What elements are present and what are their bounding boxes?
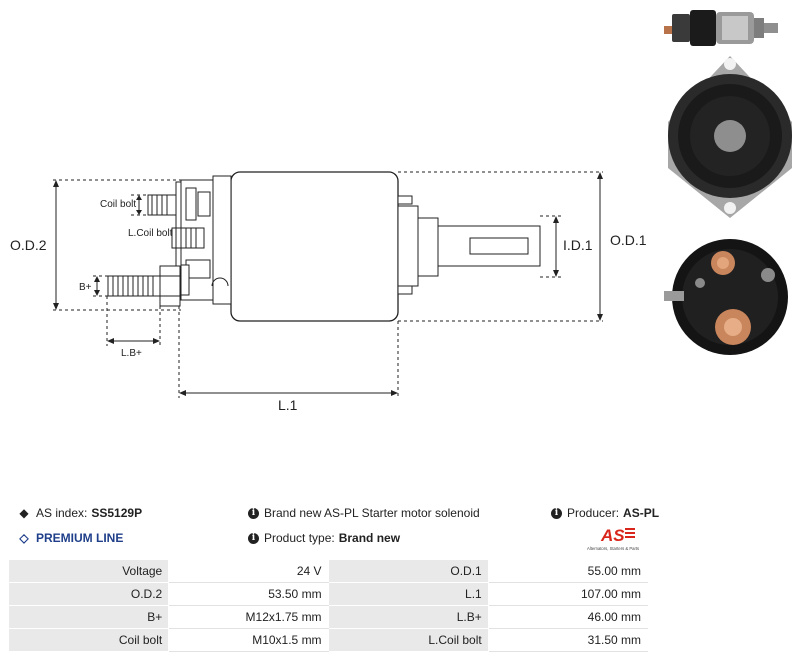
product-photo-side	[664, 10, 778, 46]
tag-icon: ◆	[19, 506, 29, 520]
producer-label: Producer:	[567, 506, 620, 520]
description-row: i Brand new AS-PL Starter motor solenoid	[248, 506, 480, 520]
producer-logo: AS Alternators, Starters & Parts	[587, 526, 639, 551]
spec-value: 24 V	[168, 559, 329, 583]
lcoil-bolt-label: L.Coil bolt	[128, 228, 173, 239]
description-text: Brand new AS-PL Starter motor solenoid	[264, 506, 480, 520]
spec-value: 55.00 mm	[487, 559, 649, 583]
id1-label: I.D.1	[563, 237, 593, 253]
solenoid-body	[230, 171, 399, 322]
diamond-icon: ◇	[19, 531, 29, 545]
premium-line-label: PREMIUM LINE	[36, 531, 124, 545]
l1-label: L.1	[278, 397, 298, 413]
spec-value: 31.50 mm	[487, 628, 649, 652]
product-type-value: Brand new	[338, 531, 401, 545]
spec-value: 53.50 mm	[168, 582, 329, 606]
product-type-row: i Product type: Brand new	[248, 531, 400, 545]
od2-label: O.D.2	[10, 237, 47, 253]
spec-label: L.Coil bolt	[327, 628, 489, 652]
plunger	[417, 217, 439, 277]
coil-bolt-label: Coil bolt	[100, 199, 136, 210]
info-icon: i	[248, 507, 259, 519]
spec-value: M10x1.5 mm	[168, 628, 329, 652]
spec-label: Coil bolt	[7, 628, 170, 652]
logo-tagline: Alternators, Starters & Parts	[587, 546, 639, 551]
spec-value: 46.00 mm	[487, 605, 649, 629]
spec-label: L.1	[327, 582, 489, 606]
spec-value: M12x1.75 mm	[168, 605, 329, 629]
spec-label: B+	[7, 605, 170, 629]
premium-line-row: ◇ PREMIUM LINE	[17, 531, 123, 545]
spec-label: Voltage	[7, 559, 170, 583]
spec-value: 107.00 mm	[487, 582, 649, 606]
logo-text: AS	[600, 526, 625, 545]
od1-label: O.D.1	[610, 232, 647, 248]
as-index-label: AS index:	[36, 506, 88, 520]
bplus-label: B+	[79, 282, 92, 293]
solenoid-technical-drawing: O.D.2 O.D.1 I.D.1 L.1 B+ L.B+ Coil bolt …	[10, 171, 647, 413]
spec-table: Voltage 24 V O.D.1 55.00 mm O.D.2 53.50 …	[7, 559, 649, 652]
product-type-label: Product type:	[264, 531, 335, 545]
product-photo-front	[668, 56, 792, 218]
spec-label: O.D.1	[327, 559, 489, 583]
producer-row: i Producer: AS-PL	[551, 506, 659, 520]
spec-label: L.B+	[327, 605, 489, 629]
as-index-value: SS5129P	[91, 506, 143, 520]
table-row: B+ M12x1.75 mm L.B+ 46.00 mm	[7, 605, 649, 629]
info-icon: i	[551, 507, 562, 519]
as-index-row: ◆ AS index: SS5129P	[17, 506, 142, 520]
spec-label: O.D.2	[7, 582, 170, 606]
lbplus-label: L.B+	[121, 348, 142, 359]
producer-value: AS-PL	[623, 506, 660, 520]
table-row: O.D.2 53.50 mm L.1 107.00 mm	[7, 582, 649, 606]
product-photo-back	[664, 239, 788, 355]
bplus-stud	[107, 275, 161, 297]
table-row: Coil bolt M10x1.5 mm L.Coil bolt 31.50 m…	[7, 628, 649, 652]
table-row: Voltage 24 V O.D.1 55.00 mm	[7, 559, 649, 583]
info-icon: i	[248, 532, 259, 544]
